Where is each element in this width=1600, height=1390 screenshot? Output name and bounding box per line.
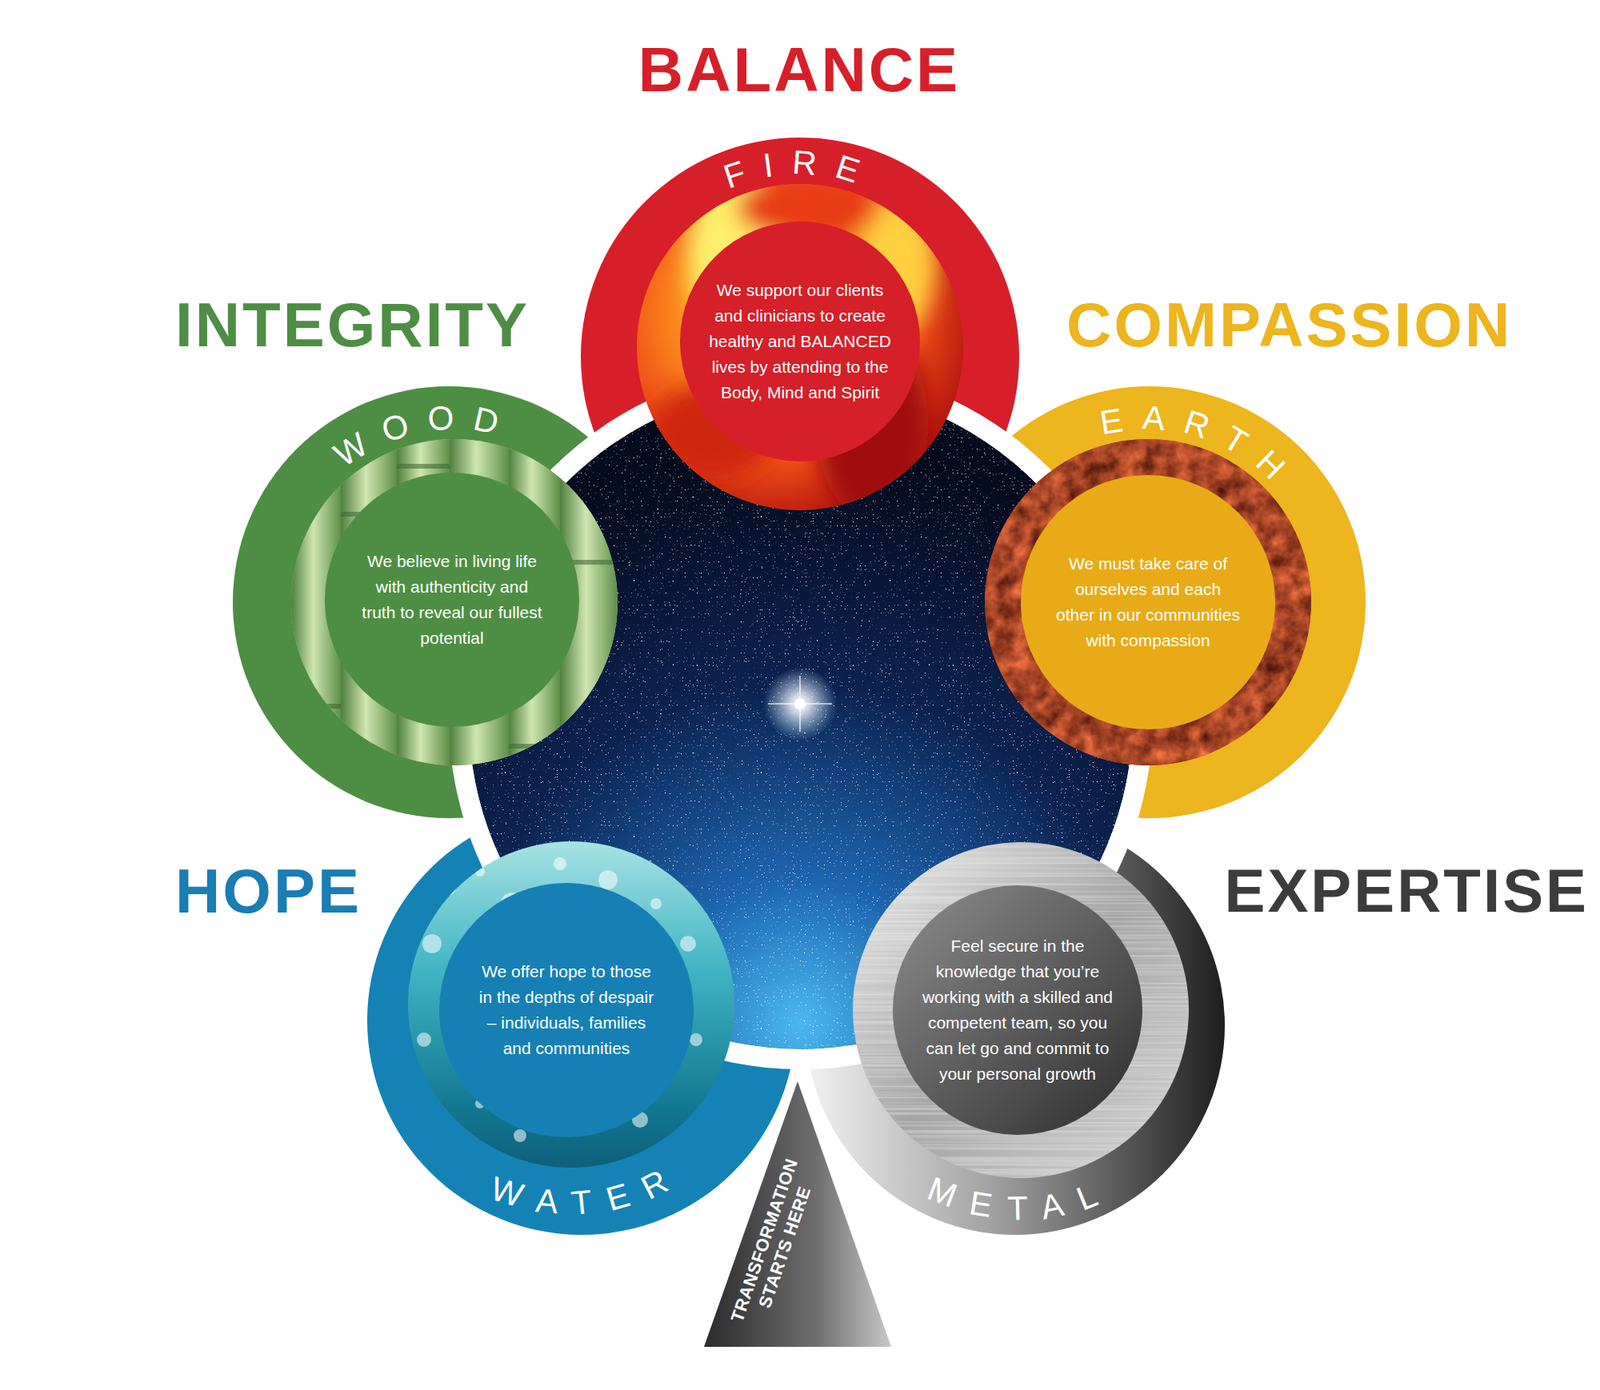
fire-image (636, 168, 964, 520)
element-circle: WOODINTEGRITYWe believe in living life w… (214, 362, 695, 843)
element-circle: WOOD (214, 362, 695, 843)
element-label-path: EARTH (1097, 398, 1306, 500)
value-disc (680, 221, 920, 462)
value-text: We believe in living life with authentic… (359, 548, 545, 652)
bubbles (416, 857, 703, 1143)
star-glow (763, 667, 837, 741)
bamboo-joint (291, 704, 341, 709)
bubble (422, 934, 442, 954)
value-disc (324, 472, 580, 728)
element-label-path: METAL (922, 1169, 1119, 1228)
element-circle: WATERHOPEWe offer hope to those in the d… (331, 764, 812, 1245)
value-disc (439, 883, 694, 1138)
wood-texture (291, 439, 618, 766)
element-circle: EARTH (908, 362, 1388, 843)
element-circle: EARTHCOMPASSIONWe must take care of ours… (908, 362, 1388, 843)
flames (648, 168, 936, 520)
element-label: METAL (922, 1169, 1119, 1228)
value-text: We support our clients and clinicians to… (705, 277, 895, 406)
start-triangle: TRANSFORMATION STARTS HERE (704, 1081, 892, 1348)
metal-texture (852, 842, 1189, 1179)
element-label-path: FIRE (719, 143, 881, 196)
element-label: WOOD (327, 398, 520, 474)
value-heading: EXPERTISE (1224, 860, 1589, 922)
bubble (416, 1032, 432, 1048)
value-heading: INTEGRITY (175, 293, 530, 356)
water-image (408, 841, 735, 1168)
element-label: EARTH (1097, 398, 1306, 500)
bubble (513, 1129, 527, 1143)
element-circle: FIREBALANCEWe support our clients and cl… (560, 107, 1040, 588)
bubble (475, 867, 485, 877)
value-text: Feel secure in the knowledge that you’re… (912, 933, 1123, 1088)
value-disc (892, 885, 1143, 1136)
element-label-path: WATER (486, 1154, 690, 1223)
star-core (794, 698, 806, 710)
water-texture (408, 841, 735, 1168)
value-heading: HOPE (175, 860, 362, 923)
bamboo-joint (396, 464, 450, 469)
element-label: FIRE (719, 143, 881, 196)
value-disc (1020, 475, 1276, 730)
element-circle: METAL (780, 770, 1261, 1251)
bubble (553, 857, 567, 871)
bubble (680, 936, 696, 952)
bubble (440, 880, 456, 896)
earth-image (984, 439, 1312, 766)
value-heading: COMPASSION (1066, 293, 1512, 356)
brushed-lines (852, 842, 1189, 1179)
earth-base (984, 439, 1312, 766)
value-heading: BALANCE (638, 38, 960, 101)
bamboo-joint (508, 744, 560, 749)
bubble (689, 1033, 703, 1047)
element-label: WATER (486, 1154, 690, 1223)
wood-image (291, 439, 618, 766)
metal-image (852, 842, 1189, 1179)
start-triangle-shape (704, 1081, 892, 1348)
element-label-path: WOOD (327, 398, 520, 474)
value-text: We must take care of ourselves and each … (1055, 551, 1241, 654)
element-circle: METALEXPERTISEFeel secure in the knowled… (780, 770, 1261, 1251)
earth-texture (984, 439, 1312, 766)
value-text: We offer hope to those in the depths of … (473, 959, 660, 1062)
bubble (650, 898, 662, 910)
bubble (598, 870, 618, 890)
